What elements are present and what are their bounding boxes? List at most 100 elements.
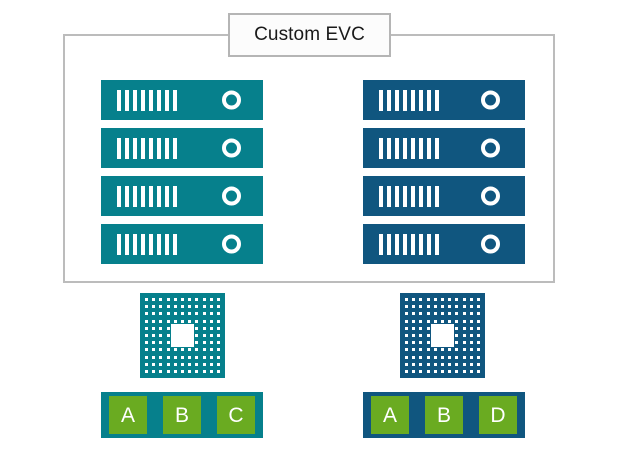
chip-pin — [145, 348, 148, 352]
module-cell-label: A — [382, 403, 397, 427]
power-indicator-icon — [222, 234, 241, 254]
chip-pin — [209, 355, 213, 359]
chip-pin — [455, 298, 459, 301]
module-cell-label: B — [436, 403, 451, 427]
chip-pin — [419, 355, 423, 359]
chip-pin-grid — [400, 293, 485, 378]
chip-pin — [217, 355, 220, 359]
chip-pin — [405, 312, 408, 316]
chip-pin — [469, 334, 473, 337]
chip-pin — [477, 334, 480, 337]
chip-pin — [412, 298, 416, 301]
chip-pin — [166, 348, 170, 352]
chip-pin — [412, 319, 416, 323]
blue-processor-chip — [400, 293, 485, 378]
chip-pin — [419, 370, 423, 373]
chip-core — [170, 323, 195, 348]
chip-pin — [477, 326, 480, 330]
chip-pin — [181, 362, 184, 366]
chip-pin — [469, 305, 473, 309]
chip-pin — [455, 355, 459, 359]
chip-pin — [405, 362, 408, 366]
module-cell[interactable]: A — [371, 396, 409, 434]
chip-pin — [477, 305, 480, 309]
chip-pin — [166, 312, 170, 316]
chip-pin — [477, 370, 480, 373]
server-vent-bars — [379, 185, 439, 207]
chip-pin — [181, 298, 184, 301]
chip-pin — [441, 319, 444, 323]
chip-pin — [173, 348, 177, 352]
chip-pin — [152, 305, 156, 309]
server-vent-bars — [117, 89, 177, 111]
server-rack — [363, 128, 525, 168]
chip-pin — [145, 355, 148, 359]
chip-pin — [477, 348, 480, 352]
chip-pin — [448, 355, 452, 359]
chip-pin — [462, 312, 466, 316]
chip-pin — [202, 341, 206, 345]
chip-pin — [217, 312, 220, 316]
custom-evc-title-box: Custom EVC — [228, 13, 391, 57]
module-cell[interactable]: A — [109, 396, 147, 434]
chip-pin — [173, 355, 177, 359]
chip-pin — [195, 355, 199, 359]
chip-pin — [217, 319, 220, 323]
chip-pin — [217, 298, 220, 301]
chip-pin — [462, 362, 466, 366]
chip-pin — [195, 319, 199, 323]
chip-pin — [159, 312, 163, 316]
blue-server-stack — [363, 80, 525, 264]
chip-pin — [469, 298, 473, 301]
chip-pin — [188, 348, 192, 352]
chip-pin — [195, 305, 199, 309]
chip-pin — [448, 362, 452, 366]
chip-pin — [469, 362, 473, 366]
chip-pin — [469, 348, 473, 352]
page-title: Custom EVC — [254, 24, 365, 45]
power-indicator-icon — [481, 234, 500, 254]
module-cell[interactable]: B — [163, 396, 201, 434]
chip-pin — [433, 312, 437, 316]
chip-pin — [188, 355, 192, 359]
chip-pin — [462, 348, 466, 352]
chip-pin — [202, 362, 206, 366]
chip-pin — [419, 334, 423, 337]
module-cell-label: D — [490, 403, 506, 427]
chip-pin — [412, 362, 416, 366]
teal-processor-chip — [140, 293, 225, 378]
server-rack — [101, 176, 263, 216]
module-cell[interactable]: C — [217, 396, 255, 434]
module-cell-label: C — [228, 403, 244, 427]
chip-pin — [405, 319, 408, 323]
chip-pin — [448, 319, 452, 323]
chip-pin — [419, 312, 423, 316]
chip-pin — [159, 326, 163, 330]
chip-pin — [462, 370, 466, 373]
chip-pin — [477, 298, 480, 301]
chip-pin — [455, 305, 459, 309]
chip-pin — [202, 319, 206, 323]
chip-pin — [202, 305, 206, 309]
chip-pin — [469, 326, 473, 330]
chip-pin — [441, 298, 444, 301]
chip-pin — [412, 305, 416, 309]
chip-pin — [145, 312, 148, 316]
server-vent-bars — [379, 137, 439, 159]
chip-pin — [217, 362, 220, 366]
module-cell[interactable]: B — [425, 396, 463, 434]
power-indicator-icon — [222, 138, 241, 158]
server-rack — [101, 80, 263, 120]
chip-pin — [152, 355, 156, 359]
chip-pin — [195, 362, 199, 366]
chip-pin — [455, 326, 459, 330]
chip-pin — [209, 319, 213, 323]
chip-pin — [159, 348, 163, 352]
chip-pin — [419, 326, 423, 330]
chip-pin — [405, 305, 408, 309]
chip-pin — [419, 362, 423, 366]
chip-pin — [181, 312, 184, 316]
chip-pin — [188, 305, 192, 309]
module-cell[interactable]: D — [479, 396, 517, 434]
chip-pin — [173, 362, 177, 366]
